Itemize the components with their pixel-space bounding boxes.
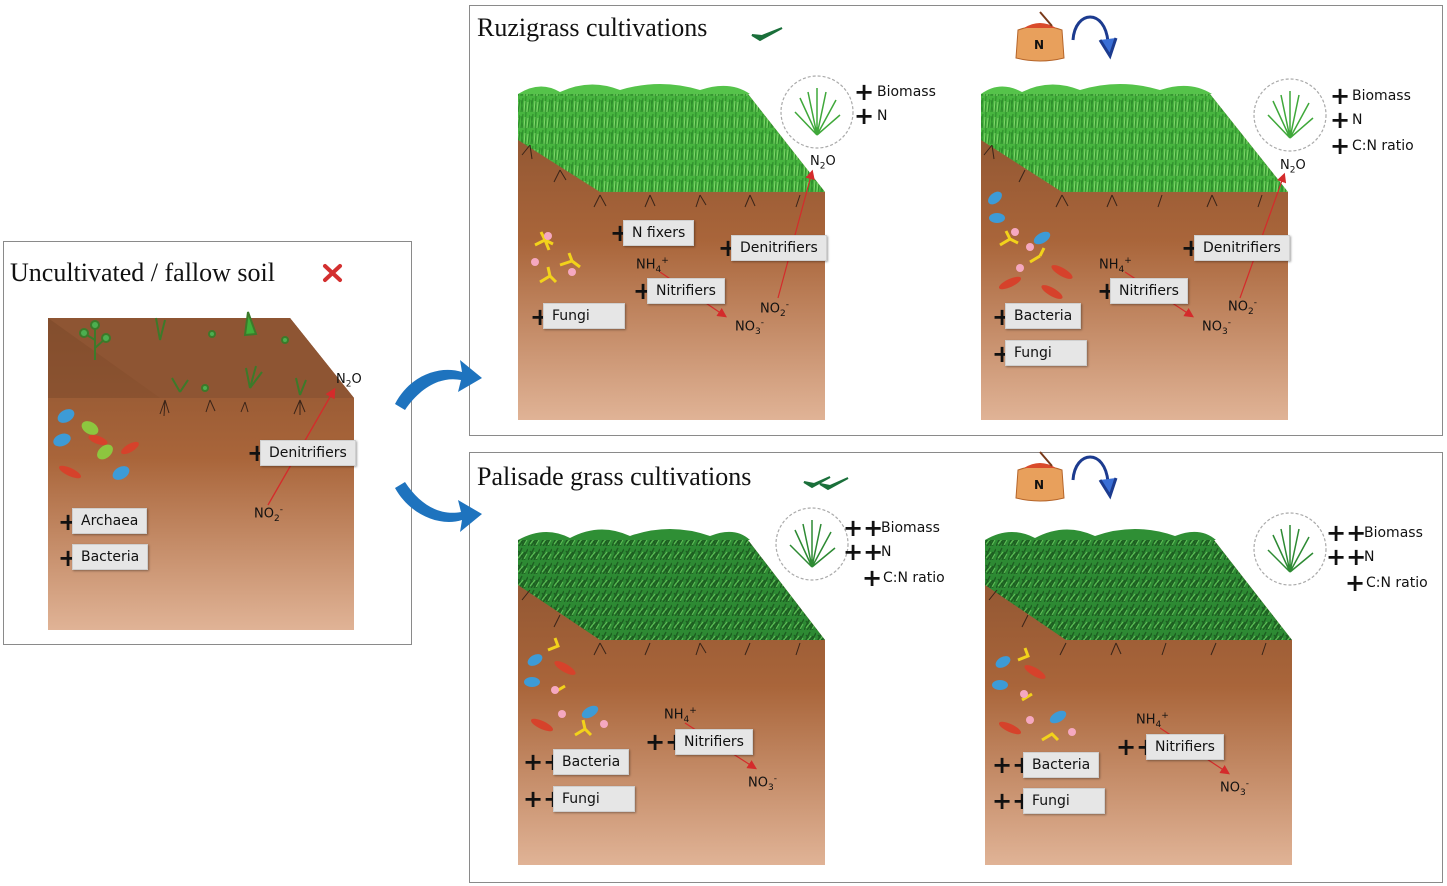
cn-ratio-label: C:N ratio [1352,138,1414,154]
bacteria-label: Bacteria [1023,752,1100,778]
nitrifiers-label: Nitrifiers [647,278,725,304]
n2o-label: N2O [336,372,362,390]
cn-ratio-label: C:N ratio [883,570,945,586]
biomass-label: Biomass [877,84,936,100]
bacteria-label: Bacteria [1005,303,1082,329]
nitrifiers-label: Nitrifiers [675,729,753,755]
microbes-cluster [53,409,139,480]
plus-icon: + [854,78,875,106]
double-plus-icon: ++ [1326,519,1367,547]
biomass-label: Biomass [1352,88,1411,104]
grass-circle-icons [775,75,1327,586]
nh4-label: NH4+ [1099,256,1132,275]
fertilizer-bag-label: N [1034,38,1045,52]
no2-label: NO2- [254,505,283,524]
nitrifiers-label: Nitrifiers [1110,278,1188,304]
cn-ratio-label: C:N ratio [1366,575,1428,591]
cross-icon [323,264,342,282]
microbes-palisade [524,637,608,737]
fertilizer-bag-icon [1015,11,1065,502]
ruzigrass-title: Ruzigrass cultivations [477,13,708,42]
biomass-label: Biomass [1364,525,1423,541]
palisade-soil-block [518,529,825,865]
no2-label: NO2- [760,300,789,319]
palisade-fertilized-soil-block [985,529,1292,865]
n2o-label: N2O [1280,158,1306,176]
application-arrow-icon [1071,15,1118,500]
ruzigrass-fertilized-soil-block [981,84,1288,420]
no3-label: NO3- [1220,779,1249,798]
plus-icon: + [1330,106,1351,134]
nh4-label: NH4+ [636,256,669,275]
plus-icon: + [854,102,875,130]
fungi-label: Fungi [543,303,625,329]
palisade-title: Palisade grass cultivations [477,462,752,491]
plus-icon: + [1330,132,1351,160]
microbes-palisade-fertilized [992,647,1076,742]
double-check-icon [803,476,849,491]
fungi-label: Fungi [553,786,635,812]
bacteria-label: Bacteria [72,544,149,570]
nh4-label: NH4+ [1136,711,1169,730]
denitrifiers-label: Denitrifiers [1194,235,1290,261]
no3-label: NO3- [735,318,764,337]
fallow-title: Uncultivated / fallow soil [10,258,276,287]
transition-arrows [395,360,482,532]
double-plus-icon: ++ [843,538,884,566]
n-label: N [881,544,892,560]
plus-icon: + [1330,82,1351,110]
no3-label: NO3- [1202,318,1231,337]
n-label: N [877,108,888,124]
fungi-label: Fungi [1023,788,1105,814]
nh4-label: NH4+ [664,706,697,725]
n-fixers-label: N fixers [623,220,695,246]
microbes-ruzi-fertilized [988,191,1073,299]
plus-icon: + [862,564,883,592]
denitrifiers-label: Denitrifiers [260,440,356,466]
check-icon [751,27,783,42]
grass-tuft-icons [789,88,1314,573]
fertilizer-bag-label: N [1034,478,1045,492]
fallow-soil-block [48,311,354,630]
plus-icon: + [1345,569,1366,597]
bacteria-label: Bacteria [553,749,630,775]
n2o-label: N2O [810,154,836,172]
nitrifiers-label: Nitrifiers [1146,734,1224,760]
no2-label: NO2- [1228,298,1257,317]
fungi-label: Fungi [1005,340,1087,366]
biomass-label: Biomass [881,520,940,536]
ruzigrass-soil-block [518,84,825,420]
n-label: N [1364,549,1375,565]
no3-label: NO3- [748,774,777,793]
n-label: N [1352,112,1363,128]
archaea-label: Archaea [72,508,148,534]
microbes-ruzi [531,231,581,284]
double-plus-icon: ++ [843,514,884,542]
double-plus-icon: ++ [1326,543,1367,571]
denitrifiers-label: Denitrifiers [731,235,827,261]
